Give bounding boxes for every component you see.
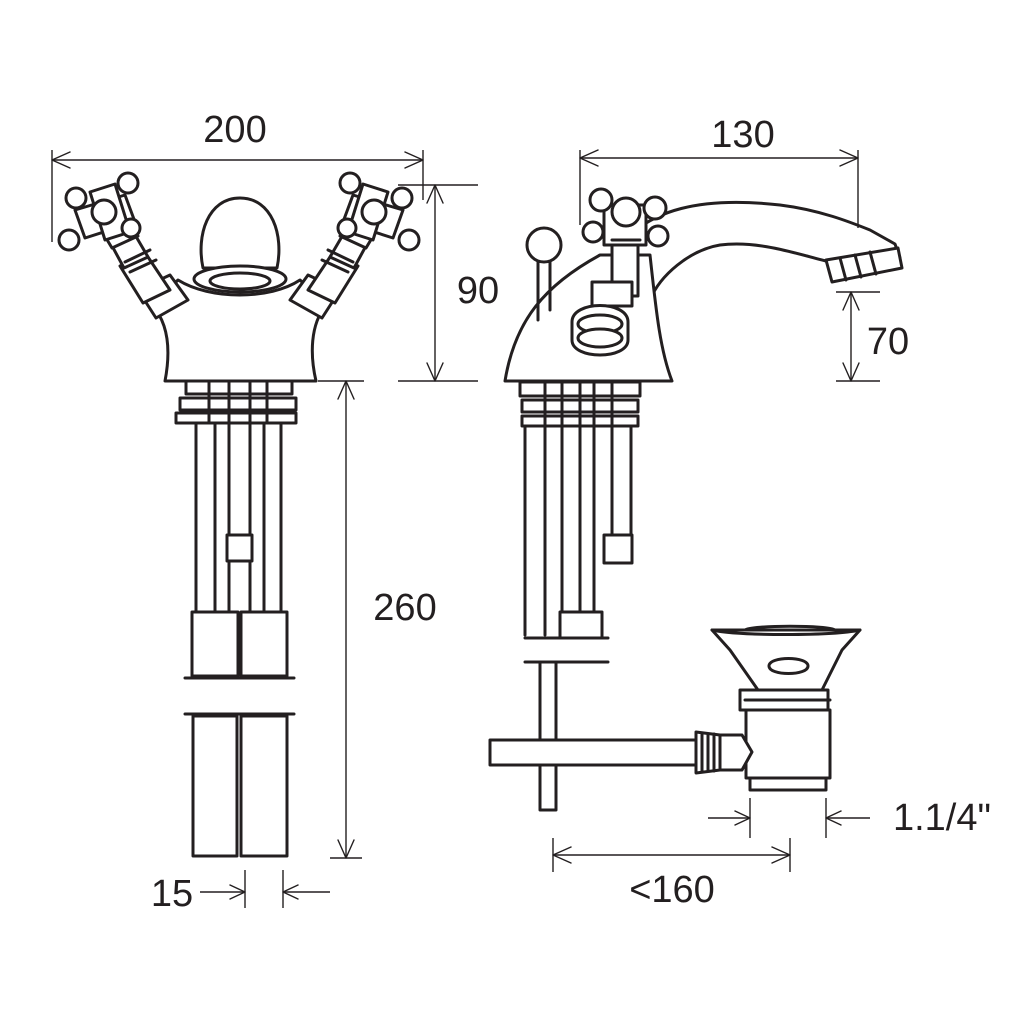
- front-base-washers: [174, 378, 298, 425]
- label-130: 130: [711, 114, 774, 156]
- label-160: <160: [629, 869, 715, 911]
- side-body-spout: [503, 187, 904, 383]
- dim-200: [51, 150, 424, 242]
- side-tail-pipes: [523, 424, 634, 812]
- dim-260: [318, 380, 364, 859]
- dim-70: [836, 291, 880, 382]
- label-70: 70: [867, 321, 909, 363]
- link-rod: [488, 730, 754, 775]
- front-tap-body: [98, 196, 380, 383]
- right-cross-handle: [336, 171, 421, 252]
- side-view: [488, 187, 904, 812]
- label-90: 90: [457, 270, 499, 312]
- pop-up-waste: [710, 624, 862, 792]
- dim-90: [398, 184, 478, 382]
- front-view: [57, 171, 421, 858]
- centre-dome: [192, 196, 288, 294]
- left-cross-handle: [57, 171, 142, 252]
- dim-1-1-4-inch: [708, 798, 870, 838]
- label-15: 15: [151, 873, 193, 915]
- label-260: 260: [373, 587, 436, 629]
- dim-160: [552, 838, 791, 872]
- dim-130: [579, 149, 859, 228]
- front-tail-pipes: [183, 418, 296, 858]
- side-base-washers: [518, 380, 642, 428]
- dim-15: [200, 870, 330, 908]
- label-200: 200: [203, 109, 266, 151]
- label-1-1-4-inch: 1.1/4": [893, 797, 991, 839]
